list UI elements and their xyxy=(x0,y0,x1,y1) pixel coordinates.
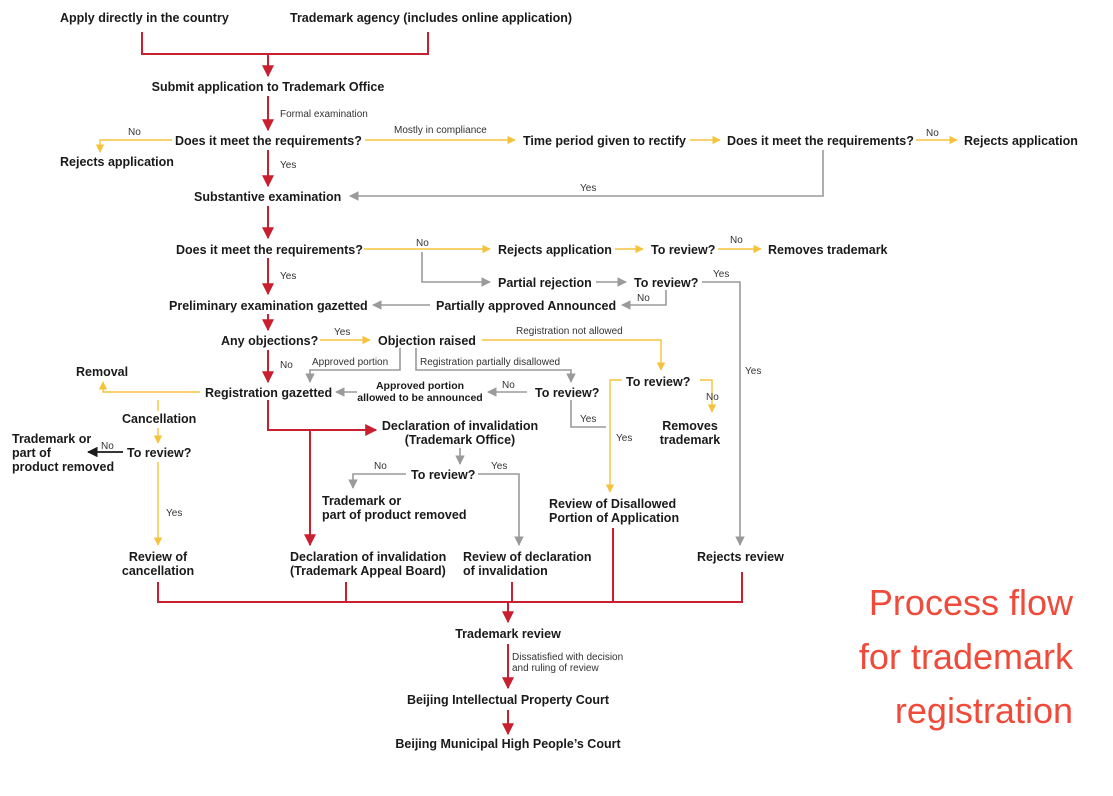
label-no: No xyxy=(502,380,515,391)
node-beijing-ip-court: Beijing Intellectual Property Court xyxy=(406,693,610,707)
node-rejects-application-2: Rejects application xyxy=(964,134,1078,148)
node-removes-trademark-2: Removes trademark xyxy=(659,419,721,447)
label-yes: Yes xyxy=(166,508,183,519)
node-trademark-part-removed-mid: Trademark or part of product removed xyxy=(322,494,467,522)
node-trademark-review: Trademark review xyxy=(455,627,561,641)
node-to-review-4: To review? xyxy=(626,375,691,389)
node-declaration-office: Declaration of invalidation (Trademark O… xyxy=(381,419,539,447)
edge-registration-removal xyxy=(98,381,200,393)
node-registration-gazetted: Registration gazetted xyxy=(205,386,333,400)
node-partial-rejection: Partial rejection xyxy=(498,276,592,290)
label-yes: Yes xyxy=(580,183,597,194)
node-removal: Removal xyxy=(76,365,129,379)
label-no: No xyxy=(128,127,141,138)
label-registration-partially-disallowed: Registration partially disallowed xyxy=(420,357,561,368)
node-objection-raised: Objection raised xyxy=(378,334,476,348)
edge-toreview2-rejectsreview xyxy=(702,281,745,546)
label-no: No xyxy=(101,441,114,452)
edge-toreview4-disallowed xyxy=(605,379,622,493)
edge-objection-partially xyxy=(415,348,576,383)
edge-meet1-reject xyxy=(95,139,172,153)
label-no: No xyxy=(730,235,743,246)
edge-toreview3-yes xyxy=(570,400,606,428)
label-yes: Yes xyxy=(280,160,297,171)
node-preliminary-gazetted: Preliminary examination gazetted xyxy=(169,299,368,313)
node-meet-requirements-1: Does it meet the requirements? xyxy=(175,134,362,148)
node-to-review-5: To review? xyxy=(127,446,192,460)
node-any-objections: Any objections? xyxy=(221,334,319,348)
node-rejects-application-3: Rejects application xyxy=(498,243,612,257)
node-submit-application: Submit application to Trademark Office xyxy=(151,80,385,94)
node-meet-requirements-3: Does it meet the requirements? xyxy=(176,243,363,257)
node-removes-trademark-1: Removes trademark xyxy=(768,243,888,257)
label-yes: Yes xyxy=(745,366,762,377)
edge-registration-declaration xyxy=(267,400,378,436)
label-yes: Yes xyxy=(713,269,730,280)
title-line-1: Process flow xyxy=(868,582,1073,623)
edge-objection-notallowed xyxy=(482,339,666,371)
node-review-of-declaration: Review of declaration of invalidation xyxy=(463,550,592,578)
node-to-review-2: To review? xyxy=(634,276,699,290)
edge-toreview2-partiallyapproved xyxy=(621,290,667,310)
node-rejects-application-1: Rejects application xyxy=(60,155,174,169)
node-partially-approved: Partially approved Announced xyxy=(436,299,617,313)
label-yes: Yes xyxy=(280,271,297,282)
node-beijing-high-court: Beijing Municipal High People’s Court xyxy=(395,737,621,751)
edge-toreview6-reviewdecl xyxy=(478,473,524,546)
node-review-of-cancellation: Review of cancellation xyxy=(121,550,195,578)
node-substantive-examination: Substantive examination xyxy=(194,190,342,204)
edge-toreview4-removes xyxy=(700,379,717,413)
label-yes: Yes xyxy=(616,433,633,444)
node-to-review-3: To review? xyxy=(535,386,600,400)
label-mostly-compliance: Mostly in compliance xyxy=(394,125,487,136)
label-no: No xyxy=(637,293,650,304)
label-yes: Yes xyxy=(491,461,508,472)
edge-meet3-partial xyxy=(421,252,491,287)
label-no: No xyxy=(706,392,719,403)
title-line-2: for trademark xyxy=(858,636,1073,677)
edge-bottom-merge xyxy=(157,572,743,603)
label-no: No xyxy=(280,360,293,371)
label-formal-examination: Formal examination xyxy=(280,109,368,120)
label-yes: Yes xyxy=(580,414,597,425)
node-to-review-1: To review? xyxy=(651,243,716,257)
edge-objection-approved xyxy=(305,348,401,383)
label-no: No xyxy=(926,128,939,139)
node-time-period-rectify: Time period given to rectify xyxy=(523,134,687,148)
label-dissatisfied: Dissatisfied with decision and ruling of… xyxy=(512,652,624,674)
node-to-review-6: To review? xyxy=(411,468,476,482)
node-meet-requirements-2: Does it meet the requirements? xyxy=(727,134,914,148)
title-line-3: registration xyxy=(894,690,1073,731)
node-trademark-agency: Trademark agency (includes online applic… xyxy=(290,11,573,25)
label-no: No xyxy=(374,461,387,472)
node-apply-direct: Apply directly in the country xyxy=(60,11,229,25)
node-cancellation: Cancellation xyxy=(122,412,197,426)
label-yes: Yes xyxy=(334,327,351,338)
node-review-disallowed-portion: Review of Disallowed Portion of Applicat… xyxy=(549,497,680,525)
node-rejects-review: Rejects review xyxy=(697,550,784,564)
label-registration-not-allowed: Registration not allowed xyxy=(516,326,623,337)
label-approved-portion: Approved portion xyxy=(312,357,389,368)
edge-toreview6-removed xyxy=(348,473,406,489)
node-trademark-part-removed-left: Trademark or part of product removed xyxy=(12,432,115,474)
edge-apply-merge xyxy=(141,32,429,55)
label-no: No xyxy=(416,238,429,249)
node-declaration-appeal-board: Declaration of invalidation (Trademark A… xyxy=(290,550,447,578)
node-approved-portion-announced: Approved portion allowed to be announced xyxy=(357,380,483,404)
edge-meet2-substantive xyxy=(349,150,824,201)
